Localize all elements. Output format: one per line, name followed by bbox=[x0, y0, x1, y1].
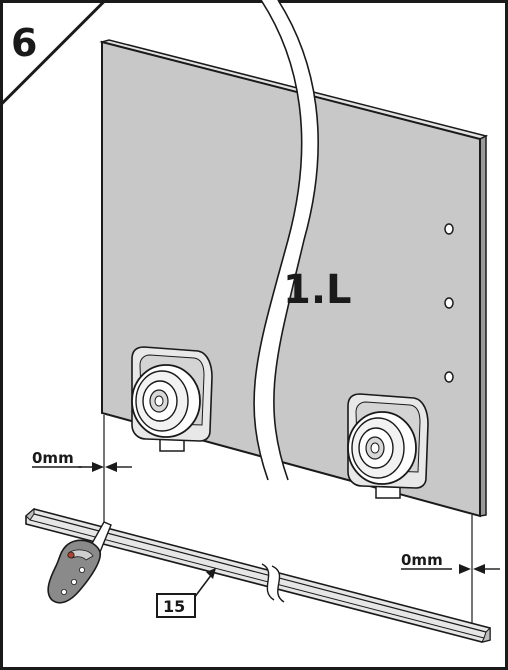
roller-right bbox=[347, 393, 429, 499]
part-number-label: 15 bbox=[163, 597, 185, 616]
gap-right-label: 0mm bbox=[401, 551, 443, 569]
hole-3 bbox=[444, 371, 454, 383]
hole-1 bbox=[444, 223, 454, 235]
dimension-right: 0mm bbox=[401, 551, 500, 574]
hole-2 bbox=[444, 297, 454, 309]
utility-knife-icon bbox=[47, 521, 112, 604]
roller-left bbox=[131, 346, 213, 452]
rail-profile bbox=[25, 507, 491, 643]
dimension-left: 0mm bbox=[32, 449, 132, 472]
break-gap-upper bbox=[254, 0, 319, 480]
gap-left-label: 0mm bbox=[32, 449, 74, 467]
step-badge: 6 bbox=[0, 0, 108, 108]
part-callout: 15 bbox=[156, 568, 216, 618]
rail-break bbox=[261, 563, 285, 603]
panel-label: 1.L bbox=[283, 267, 352, 313]
step-number: 6 bbox=[11, 21, 37, 65]
